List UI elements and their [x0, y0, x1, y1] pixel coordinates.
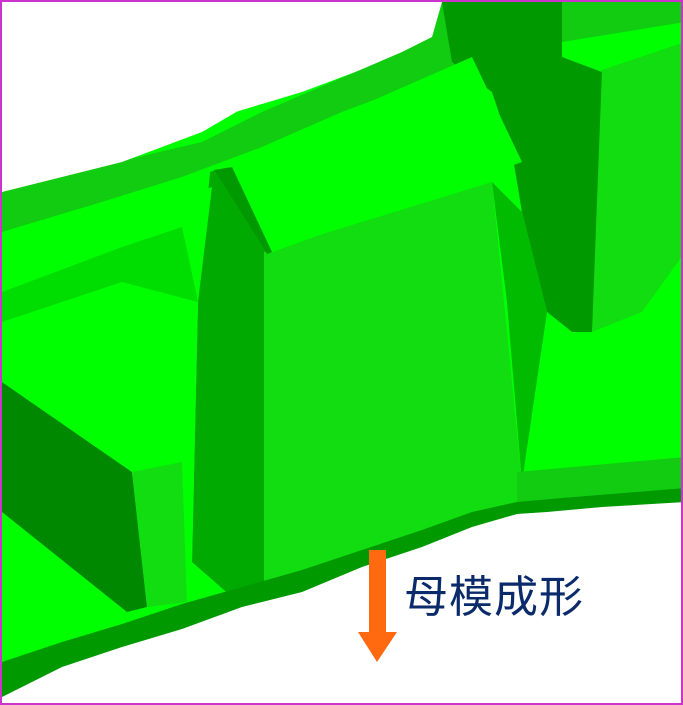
right-ledge	[492, 182, 681, 507]
right-pillar-dark	[512, 57, 604, 332]
top-ridge	[2, 2, 681, 232]
center-pillar-top	[214, 57, 522, 254]
right-ledge-shadow	[492, 182, 547, 482]
down-arrow-icon	[358, 550, 397, 662]
mold-forming-label: 母模成形	[404, 572, 584, 623]
left-block-top	[2, 332, 182, 472]
left-block-front	[132, 462, 187, 607]
center-pillar-left-face	[192, 167, 267, 597]
left-block-side	[2, 382, 147, 612]
right-pillar-light	[592, 43, 681, 332]
center-pillar-front-face	[264, 182, 522, 594]
left-upper-groove	[2, 227, 198, 322]
center-pillar-edge	[214, 167, 272, 254]
bottom-void	[2, 508, 681, 703]
top-left-void	[2, 2, 342, 192]
right-upper-block	[442, 2, 562, 152]
